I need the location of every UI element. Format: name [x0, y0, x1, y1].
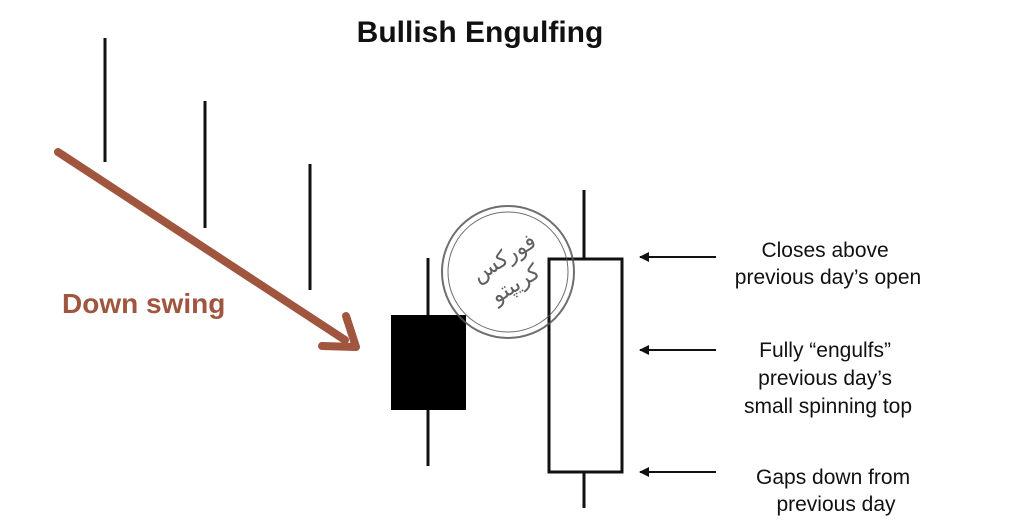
annotation-line: previous day	[776, 493, 896, 516]
down-swing-label: Down swing	[62, 288, 225, 319]
diagram-title: Bullish Engulfing	[357, 16, 604, 49]
annotation-line: Closes above	[761, 239, 888, 262]
annotation-fully-engulfs: Fully “engulfs” previous day’s small spi…	[744, 339, 912, 418]
annotation-closes-above: Closes above previous day’s open	[735, 239, 921, 289]
bullish-engulfing-candle	[547, 190, 624, 508]
bullish-candle-body	[547, 257, 624, 474]
bearish-candle	[391, 258, 466, 466]
watermark-circle-inner	[447, 211, 569, 333]
annotation-line: previous day’s open	[735, 266, 921, 289]
down-swing-arrow	[54, 148, 360, 351]
annotation-line: Gaps down from	[756, 466, 910, 489]
annotation-line: previous day’s	[758, 367, 892, 390]
bearish-candle-body	[391, 315, 466, 410]
annotation-line: small spinning top	[744, 395, 912, 418]
annotation-gaps-down: Gaps down from previous day	[756, 466, 916, 516]
annotation-line: Fully “engulfs”	[759, 339, 891, 362]
watermark-circle-outer	[441, 205, 575, 339]
